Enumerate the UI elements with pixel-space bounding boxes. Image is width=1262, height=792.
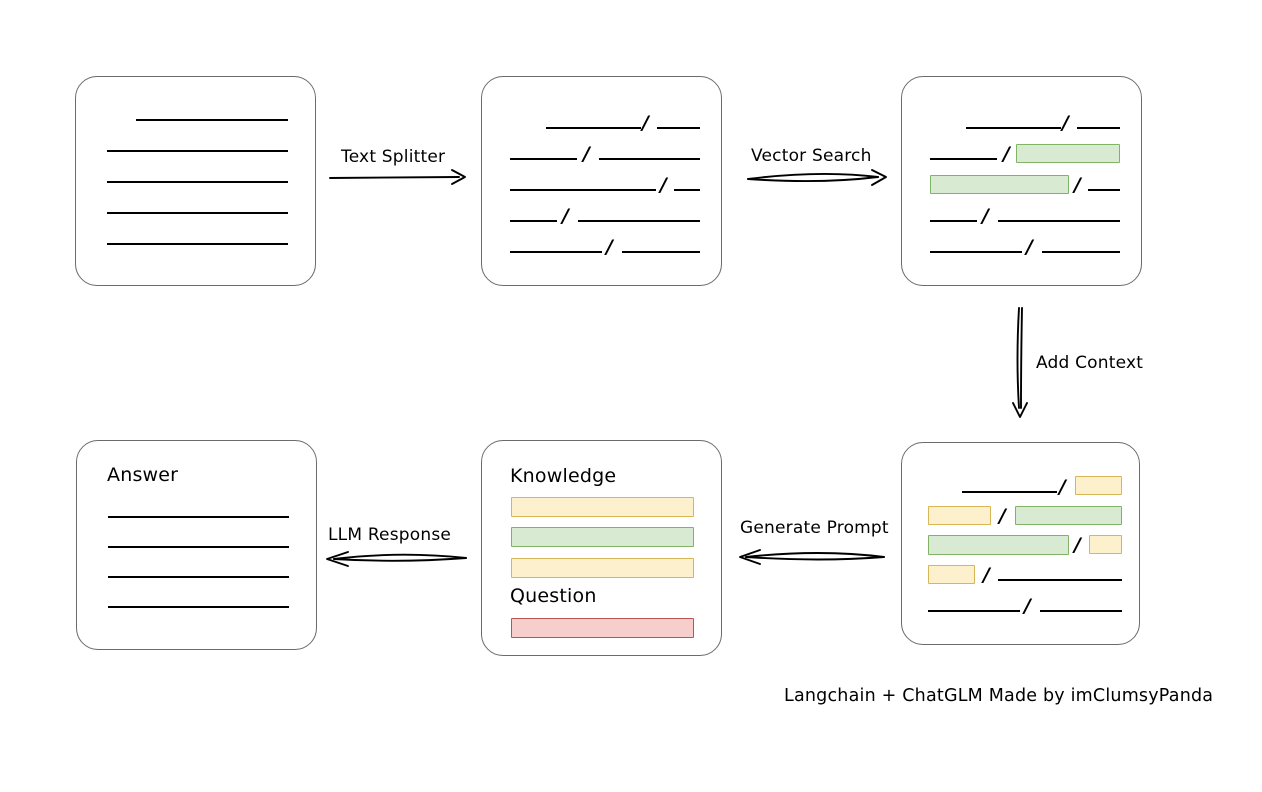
context-chunk-green[interactable] [1015, 506, 1122, 525]
chunk-separator-slash: / [583, 143, 590, 165]
chunk-line [1040, 610, 1122, 612]
context-chunk-yellow[interactable] [928, 506, 991, 525]
chunk-line [578, 220, 700, 222]
doc-line-2 [107, 150, 288, 152]
chunk-separator-slash: / [1062, 112, 1069, 134]
chunk-line [930, 220, 977, 222]
matched-chunk-green[interactable] [930, 175, 1069, 194]
chunk-separator-slash: / [999, 505, 1006, 527]
chunk-line [998, 220, 1120, 222]
edge-label-add-context: Add Context [1036, 353, 1144, 373]
chunk-separator-slash: / [982, 205, 989, 227]
chunk-line [928, 610, 1020, 612]
matched-chunk-green[interactable] [1016, 144, 1120, 163]
doc-line-4 [107, 212, 288, 214]
node-answer[interactable]: Answer [76, 440, 317, 650]
context-chunk-yellow[interactable] [928, 565, 975, 584]
edge-add-context-arrow [1012, 307, 1028, 418]
chunk-line [510, 251, 602, 253]
node-matched-chunks[interactable]: / / / / / [901, 76, 1142, 286]
knowledge-bar-green[interactable] [511, 527, 694, 547]
edge-text-splitter-arrow [329, 169, 466, 185]
chunk-separator-slash: / [1074, 174, 1081, 196]
answer-line [108, 516, 289, 518]
context-chunk-green[interactable] [928, 535, 1069, 555]
chunk-separator-slash: / [562, 205, 569, 227]
context-chunk-yellow[interactable] [1089, 535, 1122, 554]
edge-label-text-splitter: Text Splitter [341, 147, 446, 167]
chunk-line [930, 251, 1022, 253]
chunk-line [1042, 251, 1120, 253]
answer-line [108, 606, 289, 608]
chunk-separator-slash: / [1074, 534, 1081, 556]
edge-label-vector-search: Vector Search [751, 146, 872, 166]
node-context-chunks[interactable]: / / / / / [901, 442, 1140, 645]
chunk-separator-slash: / [1003, 143, 1010, 165]
knowledge-heading: Knowledge [510, 465, 617, 487]
doc-line-3 [107, 181, 288, 183]
edge-vector-search-arrow [747, 169, 887, 186]
doc-line-5 [107, 243, 288, 245]
chunk-separator-slash: / [606, 236, 613, 258]
footer-credit: Langchain + ChatGLM Made by imClumsyPand… [784, 686, 1214, 706]
chunk-separator-slash: / [642, 112, 649, 134]
node-prompt[interactable]: Knowledge Question [481, 440, 722, 656]
knowledge-bar-yellow[interactable] [511, 558, 694, 578]
chunk-separator-slash: / [983, 564, 990, 586]
edge-label-generate-prompt: Generate Prompt [740, 518, 889, 538]
chunk-line [966, 127, 1061, 129]
chunk-line [930, 158, 997, 160]
knowledge-bar-yellow[interactable] [511, 497, 694, 517]
chunk-line [622, 251, 700, 253]
chunk-separator-slash: / [1026, 236, 1033, 258]
question-heading: Question [510, 585, 597, 607]
answer-line [108, 576, 289, 578]
chunk-line [1088, 189, 1120, 191]
chunk-line [1077, 127, 1120, 129]
doc-line-1 [136, 119, 288, 121]
chunk-line [510, 220, 557, 222]
chunk-line [599, 158, 700, 160]
chunk-line [674, 189, 700, 191]
chunk-separator-slash: / [1024, 595, 1031, 617]
chunk-line [657, 127, 700, 129]
edge-generate-prompt-arrow [739, 549, 885, 565]
chunk-separator-slash: / [1059, 476, 1066, 498]
chunk-line [510, 189, 656, 191]
context-chunk-yellow[interactable] [1075, 476, 1122, 495]
chunk-separator-slash: / [660, 174, 667, 196]
edge-llm-response-arrow [326, 551, 467, 567]
chunk-line [962, 491, 1057, 493]
node-source-document[interactable] [75, 76, 316, 286]
chunk-line [998, 579, 1122, 581]
edge-label-llm-response: LLM Response [328, 525, 452, 545]
chunk-line [510, 158, 577, 160]
question-bar-red[interactable] [511, 618, 694, 638]
answer-title: Answer [107, 464, 179, 486]
chunk-line [546, 127, 641, 129]
node-split-chunks[interactable]: / / / / / [481, 76, 722, 286]
answer-line [108, 546, 289, 548]
